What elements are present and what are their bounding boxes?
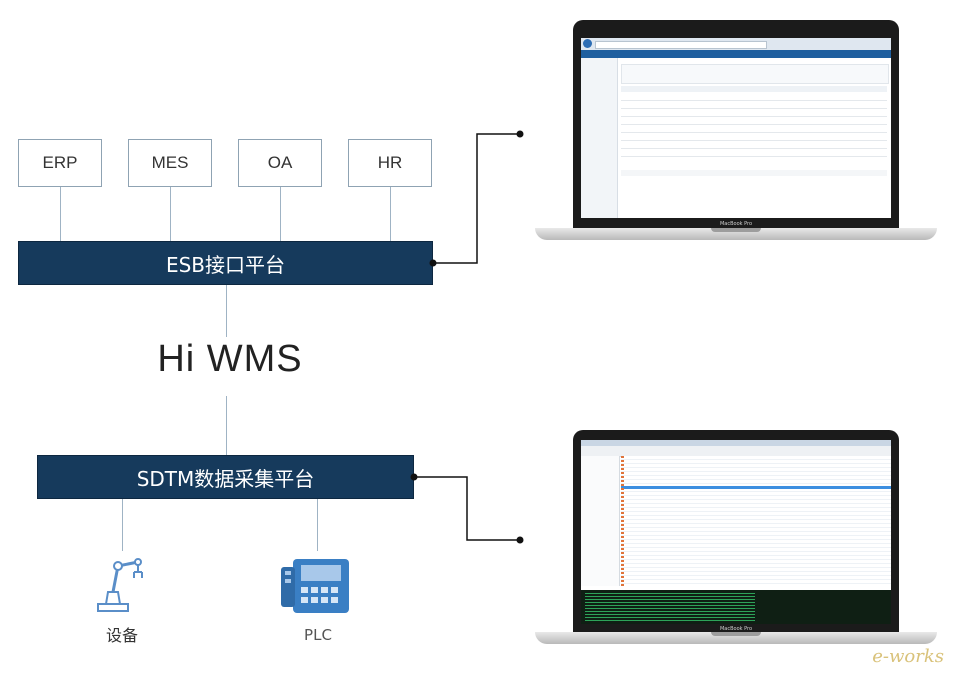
oa-box: OA <box>238 139 322 187</box>
laptop-notch <box>711 228 761 232</box>
laptop-notch <box>711 632 761 636</box>
plc-connector <box>317 499 318 551</box>
esb-platform: ESB接口平台 <box>18 241 433 285</box>
hr-label: HR <box>377 153 403 172</box>
log-console <box>581 590 891 624</box>
laptop-base <box>535 228 937 240</box>
app-header <box>581 50 891 58</box>
oa-label: OA <box>267 153 293 172</box>
laptop-brand: MacBook Pro <box>719 221 753 227</box>
mes-label: MES <box>151 153 189 172</box>
equipment-connector <box>122 499 123 551</box>
data-table <box>621 92 887 164</box>
filter-panel <box>621 64 889 84</box>
mes-connector <box>170 187 171 241</box>
plc-icon <box>279 553 357 619</box>
address-bar <box>595 41 767 49</box>
plc-label: PLC <box>304 626 332 644</box>
laptop-base <box>535 632 937 644</box>
hr-connector <box>390 187 391 241</box>
erp-box: ERP <box>18 139 102 187</box>
equipment-label: 设备 <box>105 626 138 645</box>
device-tree <box>581 456 620 586</box>
status-column <box>621 456 624 586</box>
log-lines <box>585 593 755 621</box>
eworks-watermark: e-works <box>872 646 944 667</box>
sdtm-app-screen <box>581 440 891 624</box>
sdtm-label: SDTM数据采集平台 <box>136 466 315 491</box>
esb-wms-connector <box>226 285 227 337</box>
window-titlebar <box>581 440 891 446</box>
oa-connector <box>280 187 281 241</box>
detail-header <box>621 170 887 176</box>
hr-box: HR <box>348 139 432 187</box>
esb-label: ESB接口平台 <box>165 252 286 277</box>
esb-laptop: MacBook Pro <box>535 20 937 242</box>
tag-table <box>621 456 891 586</box>
selected-row <box>621 486 891 489</box>
table-header <box>621 86 887 92</box>
sdtm-platform: SDTM数据采集平台 <box>37 455 414 499</box>
hi-wms-title: Hi WMS <box>157 338 303 380</box>
laptop-brand: MacBook Pro <box>719 626 753 632</box>
side-menu <box>581 58 618 218</box>
mes-box: MES <box>128 139 212 187</box>
robot-arm-icon <box>90 552 154 616</box>
sdtm-laptop: MacBook Pro <box>535 430 937 645</box>
wms-sdtm-connector <box>226 396 227 455</box>
esb-web-screen <box>581 38 891 218</box>
erp-connector <box>60 187 61 241</box>
erp-label: ERP <box>42 153 78 172</box>
back-icon <box>583 39 592 48</box>
